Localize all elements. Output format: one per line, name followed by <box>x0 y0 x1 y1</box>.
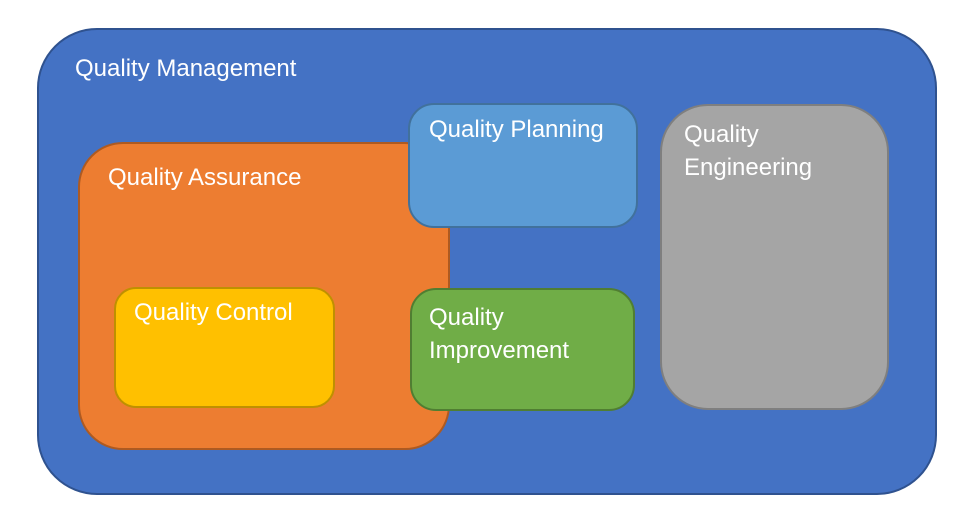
quality-management-label: Quality Management <box>75 55 297 82</box>
quality-assurance-label: Quality Assurance <box>108 164 302 191</box>
quality-control-label: Quality Control <box>134 299 293 326</box>
quality-control-box: Quality Control <box>114 287 335 408</box>
quality-engineering-label: Quality Engineering <box>684 121 813 181</box>
quality-improvement-label: Quality Improvement <box>429 304 570 364</box>
quality-engineering-box: Quality Engineering <box>660 104 889 410</box>
quality-planning-label: Quality Planning <box>429 116 604 143</box>
quality-planning-box: Quality Planning <box>408 103 638 228</box>
quality-improvement-box: Quality Improvement <box>410 288 635 411</box>
